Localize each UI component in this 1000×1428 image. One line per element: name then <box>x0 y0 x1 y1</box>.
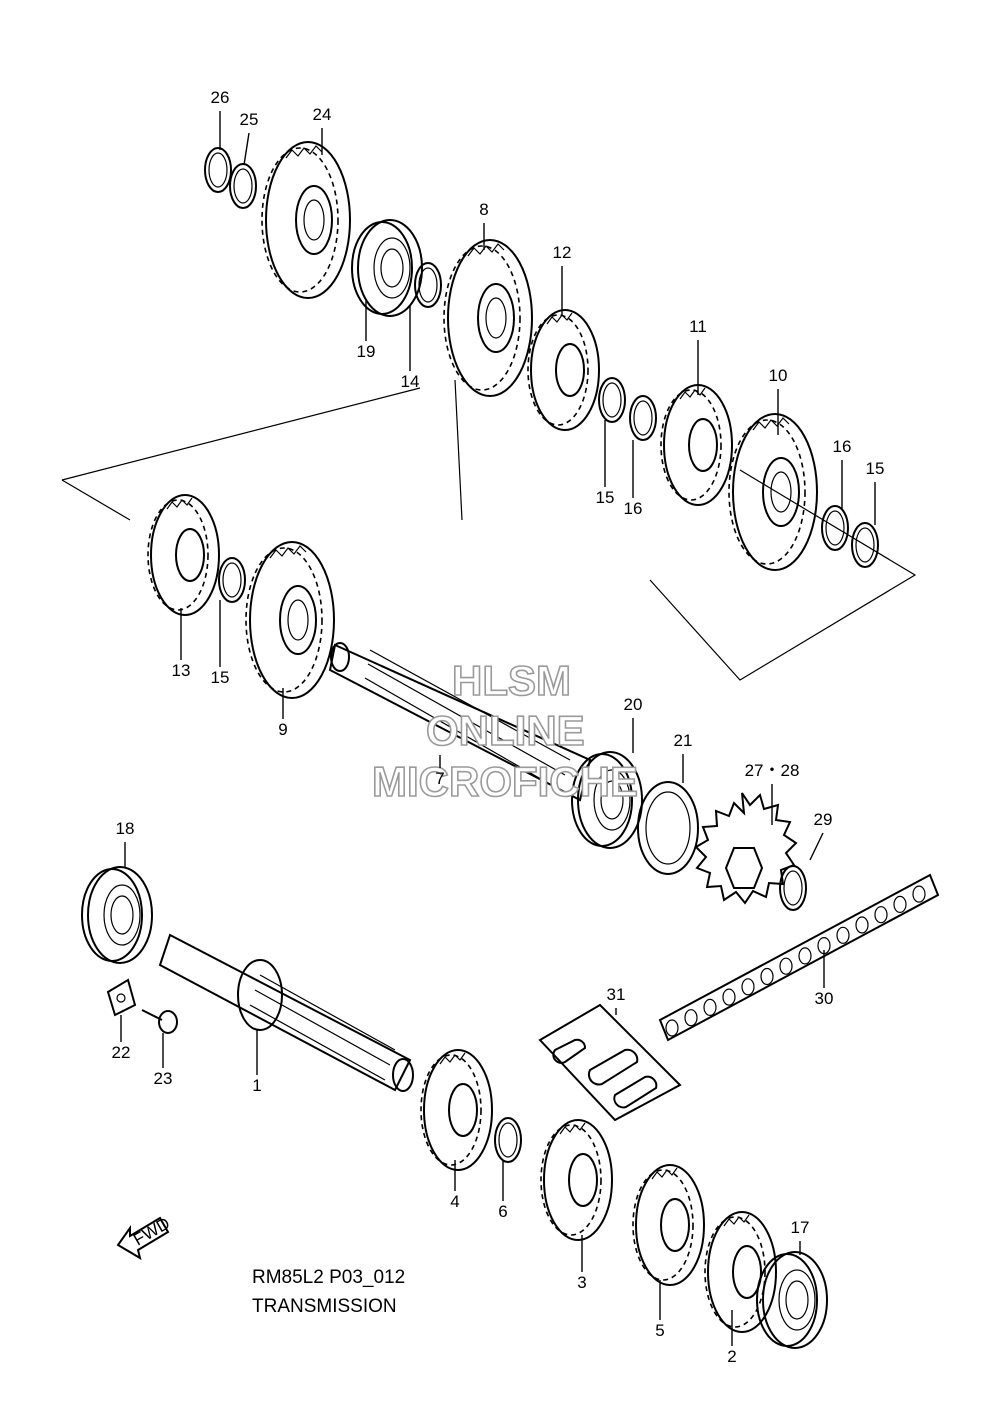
callout-leader <box>809 832 824 861</box>
callout-label: 14 <box>401 372 420 391</box>
gear-4 <box>420 1049 493 1171</box>
gear-3 <box>540 1119 613 1241</box>
callout-label: 26 <box>211 88 230 107</box>
bearing-19 <box>351 219 423 317</box>
callout-label: 16 <box>833 437 852 456</box>
chain-link <box>855 916 869 934</box>
watermark-line3: MICROFICHE <box>372 758 638 805</box>
gear-13 <box>147 494 220 616</box>
main-shaft-1 <box>158 933 414 1092</box>
gear-2 <box>704 1211 777 1333</box>
diagram-code: RM85L2 P03_012 <box>252 1267 405 1288</box>
countershaft-7 <box>328 642 592 802</box>
chain-link <box>798 947 812 965</box>
callout-label: 11 <box>689 317 707 336</box>
callout-label: 20 <box>624 695 643 714</box>
chain-link <box>779 957 793 975</box>
chain-link <box>665 1019 679 1037</box>
diagram-title: TRANSMISSION <box>252 1296 397 1317</box>
gear-9 <box>245 541 335 699</box>
assembly-outline <box>61 379 917 681</box>
callout-label: 30 <box>815 989 834 1008</box>
washer-16-b <box>821 505 849 551</box>
chain-link <box>703 998 717 1017</box>
washer-14 <box>414 262 442 308</box>
callout-label: 9 <box>278 720 287 739</box>
chain-link <box>836 926 850 944</box>
callout-label: 7 <box>435 769 444 788</box>
callout-label: 25 <box>240 110 259 129</box>
circlip-6 <box>494 1117 522 1163</box>
oil-seal-21 <box>637 781 699 875</box>
callout-label: 5 <box>655 1321 664 1340</box>
chain-link <box>760 967 774 986</box>
chain-link <box>893 895 907 914</box>
callout-label: 13 <box>172 661 191 680</box>
fwd-label: FWD <box>130 1214 173 1250</box>
callout-label: 15 <box>211 668 230 687</box>
callout-label: 27・28 <box>745 761 800 780</box>
chain-link <box>722 988 736 1006</box>
bearing-17 <box>756 1251 828 1349</box>
circlip-29 <box>779 865 807 911</box>
callout-label: 21 <box>674 731 693 750</box>
chain-link <box>741 978 755 996</box>
watermark-line2: ONLINE <box>426 707 585 754</box>
circlip-15-a <box>598 377 626 423</box>
callout-label: 15 <box>866 459 885 478</box>
gear-12 <box>527 309 600 431</box>
callout-label: 24 <box>313 105 332 124</box>
screw-23 <box>141 1009 178 1034</box>
master-link-31 <box>538 1003 682 1122</box>
callout-label: 2 <box>727 1347 736 1366</box>
fwd-arrow-icon: FWD <box>116 1214 173 1261</box>
callout-label: 4 <box>450 1192 459 1211</box>
callout-label: 1 <box>252 1076 261 1095</box>
callout-label: 16 <box>624 499 643 518</box>
circlip-26 <box>204 147 232 193</box>
callout-leader <box>243 132 250 166</box>
callout-label: 10 <box>769 366 788 385</box>
gear-24 <box>261 141 351 299</box>
gear-11 <box>660 384 733 506</box>
callout-label: 31 <box>607 985 626 1004</box>
callout-label: 18 <box>116 819 135 838</box>
chain-link <box>874 906 888 924</box>
chain-link <box>912 885 926 903</box>
callout-label: 19 <box>357 342 376 361</box>
callout-label: 6 <box>498 1202 507 1221</box>
callout-label: 23 <box>154 1069 173 1088</box>
callout-label: 12 <box>553 243 572 262</box>
gear-5 <box>632 1164 705 1286</box>
callout-label: 22 <box>112 1043 131 1062</box>
bearing-retainer-22 <box>106 978 137 1017</box>
circlip-15-c <box>218 557 246 603</box>
sprocket-27-28 <box>694 792 798 905</box>
watermark: HLSM ONLINE MICROFICHE <box>371 656 639 806</box>
gear-8 <box>443 239 533 397</box>
gear-10 <box>728 413 818 571</box>
callout-label: 15 <box>596 488 615 507</box>
bearing-18 <box>81 866 153 964</box>
drive-chain-30 <box>658 873 940 1042</box>
washer-25 <box>229 163 257 209</box>
callout-label: 3 <box>577 1273 586 1292</box>
callout-label: 8 <box>479 200 488 219</box>
callout-label: 17 <box>791 1218 810 1237</box>
chain-link <box>684 1009 698 1027</box>
callout-label: 29 <box>814 810 833 829</box>
washer-16-a <box>629 395 657 441</box>
watermark-line1: HLSM <box>452 657 571 704</box>
